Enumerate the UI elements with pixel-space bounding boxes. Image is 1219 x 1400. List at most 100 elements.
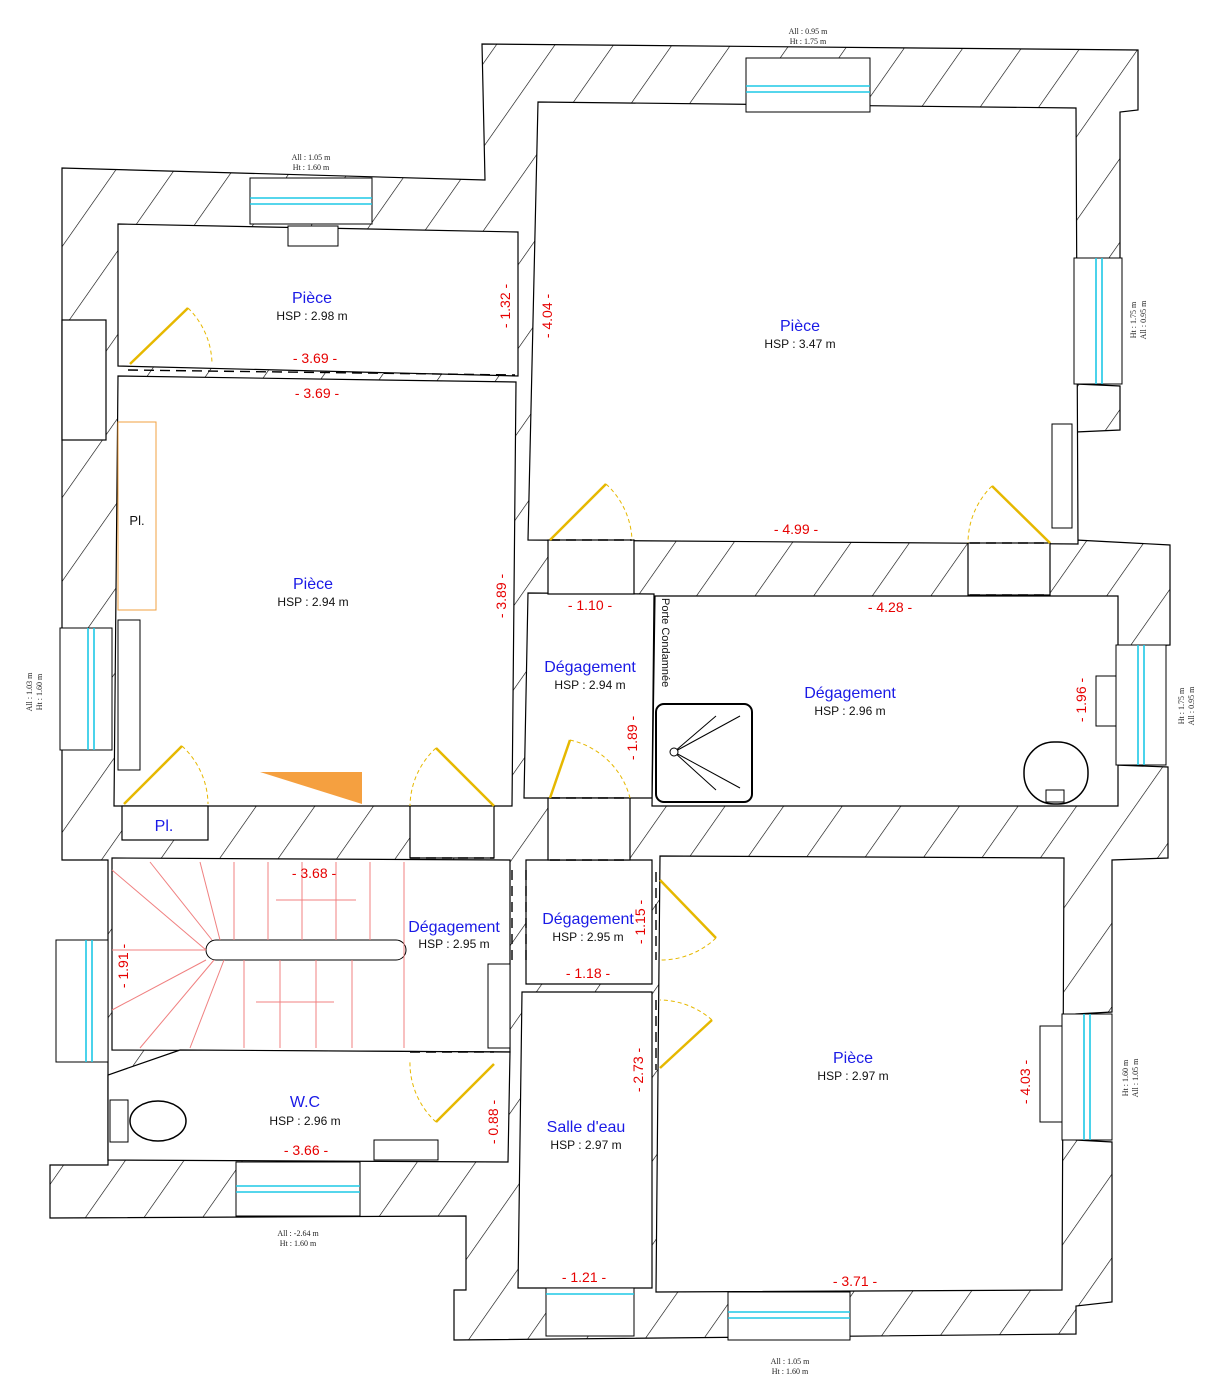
- window-sill-label: All : 1.05 m: [292, 153, 331, 162]
- room-hsp: HSP : 2.97 m: [550, 1138, 621, 1152]
- window-sill-label: All : 1.03 m: [25, 672, 34, 711]
- dimension-label: - 1.89 -: [624, 715, 640, 760]
- dimensions: - 3.69 - - 3.69 - - 1.32 - - 4.04 - - 4.…: [115, 283, 1089, 1289]
- room-labels: Pièce HSP : 2.98 m Pièce HSP : 3.47 m Pi…: [269, 290, 896, 1152]
- window-bottom-left: [235, 1161, 361, 1217]
- window-sill-label: All : 0.95 m: [1187, 686, 1196, 725]
- window-right-lower: [1061, 1013, 1113, 1141]
- door-5: [409, 747, 495, 807]
- window-sill-label: All : 0.95 m: [1139, 300, 1148, 339]
- toilet-icon: [109, 1099, 187, 1143]
- window-top-left: [249, 177, 373, 225]
- dimension-label: - 4.99 -: [774, 521, 819, 537]
- window-bottom-right: [727, 1291, 851, 1341]
- staircase: [111, 861, 407, 1049]
- door-4: [123, 745, 209, 805]
- room-name: Dégagement: [408, 919, 500, 936]
- placard-label: Pl.: [129, 513, 144, 528]
- window-sill-label: All : 1.05 m: [771, 1357, 810, 1366]
- room-hsp: HSP : 2.95 m: [552, 930, 623, 944]
- room-name: Pièce: [293, 576, 333, 593]
- window-sill-label: All : -2.64 m: [277, 1229, 319, 1238]
- placard-cupboard: [117, 421, 157, 611]
- room-name: Dégagement: [804, 685, 896, 702]
- door-condemned-label: Porte Condamnée: [659, 598, 671, 687]
- dimension-label: - 1.18 -: [566, 965, 611, 981]
- radiator-right-mid: [1095, 675, 1117, 727]
- room-name: W.C: [290, 1094, 320, 1111]
- placard-label: Pl.: [155, 818, 174, 835]
- dimension-label: - 4.03 -: [1017, 1059, 1033, 1104]
- shower-icon: [655, 703, 753, 803]
- radiator-stairs: [487, 963, 511, 1049]
- room-hsp: HSP : 2.98 m: [276, 309, 347, 323]
- window-bottom-mid: [545, 1287, 635, 1337]
- radiators: [117, 225, 1117, 1161]
- dimension-label: - 1.10 -: [568, 597, 613, 613]
- window-height-label: Ht : 1.60 m: [1121, 1059, 1130, 1096]
- door-swings: [123, 307, 1051, 1123]
- stair-landing: [260, 772, 362, 804]
- window-left: [59, 627, 113, 751]
- window-annotations: All : 0.95 m Ht : 1.75 m All : 1.05 m Ht…: [25, 27, 1196, 1376]
- dimension-label: - 3.89 -: [493, 573, 509, 618]
- radiator-left: [117, 619, 141, 771]
- room-hsp: HSP : 2.96 m: [269, 1114, 340, 1128]
- dimension-label: - 3.68 -: [292, 865, 337, 881]
- window-right-mid: [1115, 644, 1167, 766]
- radiator-right-lower: [1039, 1025, 1063, 1123]
- room-name: Dégagement: [542, 911, 634, 928]
- room-name: Pièce: [780, 318, 820, 335]
- wall-notch: [61, 319, 107, 441]
- window-left-lower: [55, 939, 109, 1063]
- door-6: [548, 739, 631, 799]
- room-name: Dégagement: [544, 659, 636, 676]
- dimension-label: - 1.91 -: [115, 943, 131, 988]
- window-height-label: Ht : 1.60 m: [35, 673, 44, 710]
- dimension-label: - 3.66 -: [284, 1142, 329, 1158]
- window-height-label: Ht : 1.75 m: [1129, 301, 1138, 338]
- room-hsp: HSP : 2.97 m: [817, 1069, 888, 1083]
- room-name: Salle d'eau: [547, 1119, 626, 1136]
- room-hsp: HSP : 2.95 m: [418, 937, 489, 951]
- window-sill-label: All : 0.95 m: [789, 27, 828, 36]
- room-piece-top-right: [527, 101, 1079, 545]
- radiator-wc: [373, 1139, 439, 1161]
- windows: [55, 57, 1167, 1341]
- window-height-label: Ht : 1.60 m: [280, 1239, 317, 1248]
- door-3: [967, 485, 1051, 544]
- door-7: [659, 879, 717, 961]
- room-degagement-right: [651, 595, 1119, 807]
- room-piece-left: [113, 375, 517, 807]
- room-name: Pièce: [292, 290, 332, 307]
- sink-icon: [1023, 741, 1089, 805]
- door-openings: [121, 369, 1051, 1070]
- window-height-label: Ht : 1.60 m: [293, 163, 330, 172]
- fixtures: [109, 421, 1089, 1143]
- dimension-label: - 1.32 -: [497, 283, 513, 328]
- door-9: [409, 1059, 495, 1123]
- window-right-upper: [1073, 257, 1123, 385]
- room-hsp: HSP : 3.47 m: [764, 337, 835, 351]
- door-8: [659, 999, 713, 1069]
- room-piece-bottom-right: [655, 855, 1065, 1293]
- door-2: [549, 483, 633, 541]
- window-top-right: [745, 57, 871, 113]
- dimension-label: - 1.15 -: [632, 899, 648, 944]
- window-height-label: Ht : 1.75 m: [1177, 687, 1186, 724]
- window-height-label: Ht : 1.60 m: [772, 1367, 809, 1376]
- radiator-top: [287, 225, 339, 247]
- rooms: [107, 101, 1119, 1293]
- dimension-label: - 3.69 -: [293, 350, 338, 366]
- dimension-label: - 4.04 -: [539, 293, 555, 338]
- dimension-label: - 0.88 -: [485, 1099, 501, 1144]
- room-hsp: HSP : 2.96 m: [814, 704, 885, 718]
- room-degagement-mid: [523, 592, 655, 799]
- dimension-label: - 2.73 -: [630, 1047, 646, 1092]
- room-hsp: HSP : 2.94 m: [554, 678, 625, 692]
- window-sill-label: All : 1.05 m: [1131, 1058, 1140, 1097]
- room-piece-top-left: [117, 223, 519, 377]
- room-salle-deau: [517, 991, 653, 1289]
- dimension-label: - 4.28 -: [868, 599, 913, 615]
